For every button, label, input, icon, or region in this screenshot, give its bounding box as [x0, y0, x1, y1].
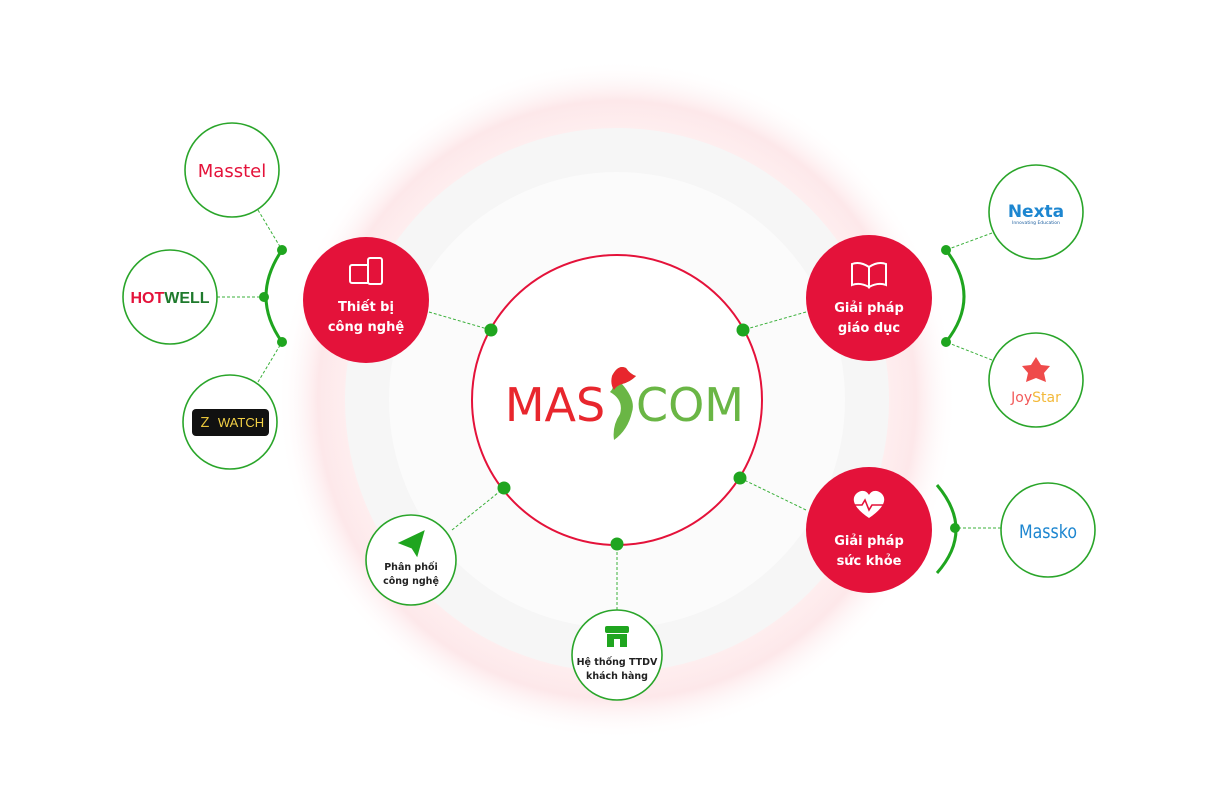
zwatch-logo-text: WATCH	[218, 415, 264, 430]
category-label-line2: công nghệ	[328, 320, 405, 335]
service-label-line2: công nghệ	[383, 576, 439, 587]
brand-nexta[interactable]: Nexta Innovating Education	[988, 164, 1084, 260]
category-label-line2: sức khỏe	[837, 554, 902, 569]
mascom-center-logo[interactable]: MAS COM	[471, 254, 763, 546]
logo-text-mas: MAS	[505, 378, 605, 432]
brand-massko[interactable]: Massko	[1000, 482, 1096, 578]
zwatch-z-icon: Z	[201, 416, 210, 431]
brand-hotwell[interactable]: HOTWELL	[122, 249, 218, 345]
category-giai-phap-giao-duc[interactable]: Giải pháp giáo dục	[806, 235, 932, 361]
brand-masstel[interactable]: Masstel	[184, 122, 280, 218]
service-label-line2: khách hàng	[586, 671, 648, 682]
book-icon	[851, 262, 887, 289]
category-label-line1: Thiết bị	[338, 300, 394, 315]
joystar-star-icon	[1022, 357, 1050, 382]
brand-zwatch[interactable]: Z WATCH	[182, 374, 278, 470]
category-thiet-bi-cong-nghe[interactable]: Thiết bị công nghệ	[303, 237, 429, 363]
vietnam-map-north-icon	[611, 367, 636, 390]
category-giai-phap-suc-khoe[interactable]: Giải pháp sức khỏe	[806, 467, 932, 593]
category-label-line1: Giải pháp	[834, 534, 904, 549]
service-he-thong-ttdv[interactable]: Hệ thống TTDV khách hàng	[571, 609, 663, 701]
nexta-tagline: Innovating Education	[1012, 220, 1060, 226]
nexta-logo-text: Nexta	[1008, 202, 1064, 222]
masstel-logo-text: Masstel	[198, 161, 266, 182]
category-label-line1: Giải pháp	[834, 301, 904, 316]
category-label-line2: giáo dục	[838, 321, 900, 336]
service-label-line1: Hệ thống TTDV	[577, 657, 658, 668]
education-bracket-arc	[944, 249, 966, 343]
service-phan-phoi-cong-nghe[interactable]: Phân phối công nghệ	[365, 514, 457, 606]
hotwell-logo-text: HOTWELL	[130, 290, 209, 307]
connector-lines	[217, 209, 1001, 610]
devices-icon	[349, 257, 383, 285]
service-label-line1: Phân phối	[384, 562, 438, 573]
brand-joystar[interactable]: JoyStar	[988, 332, 1084, 428]
logo-text-com: COM	[636, 378, 744, 432]
joystar-logo-text: JoyStar	[1010, 390, 1061, 406]
store-icon	[605, 626, 629, 647]
connector-dots	[259, 245, 960, 551]
massko-logo-text: Massko	[1019, 521, 1077, 543]
heart-pulse-icon	[853, 490, 885, 518]
paper-plane-icon	[397, 530, 425, 558]
